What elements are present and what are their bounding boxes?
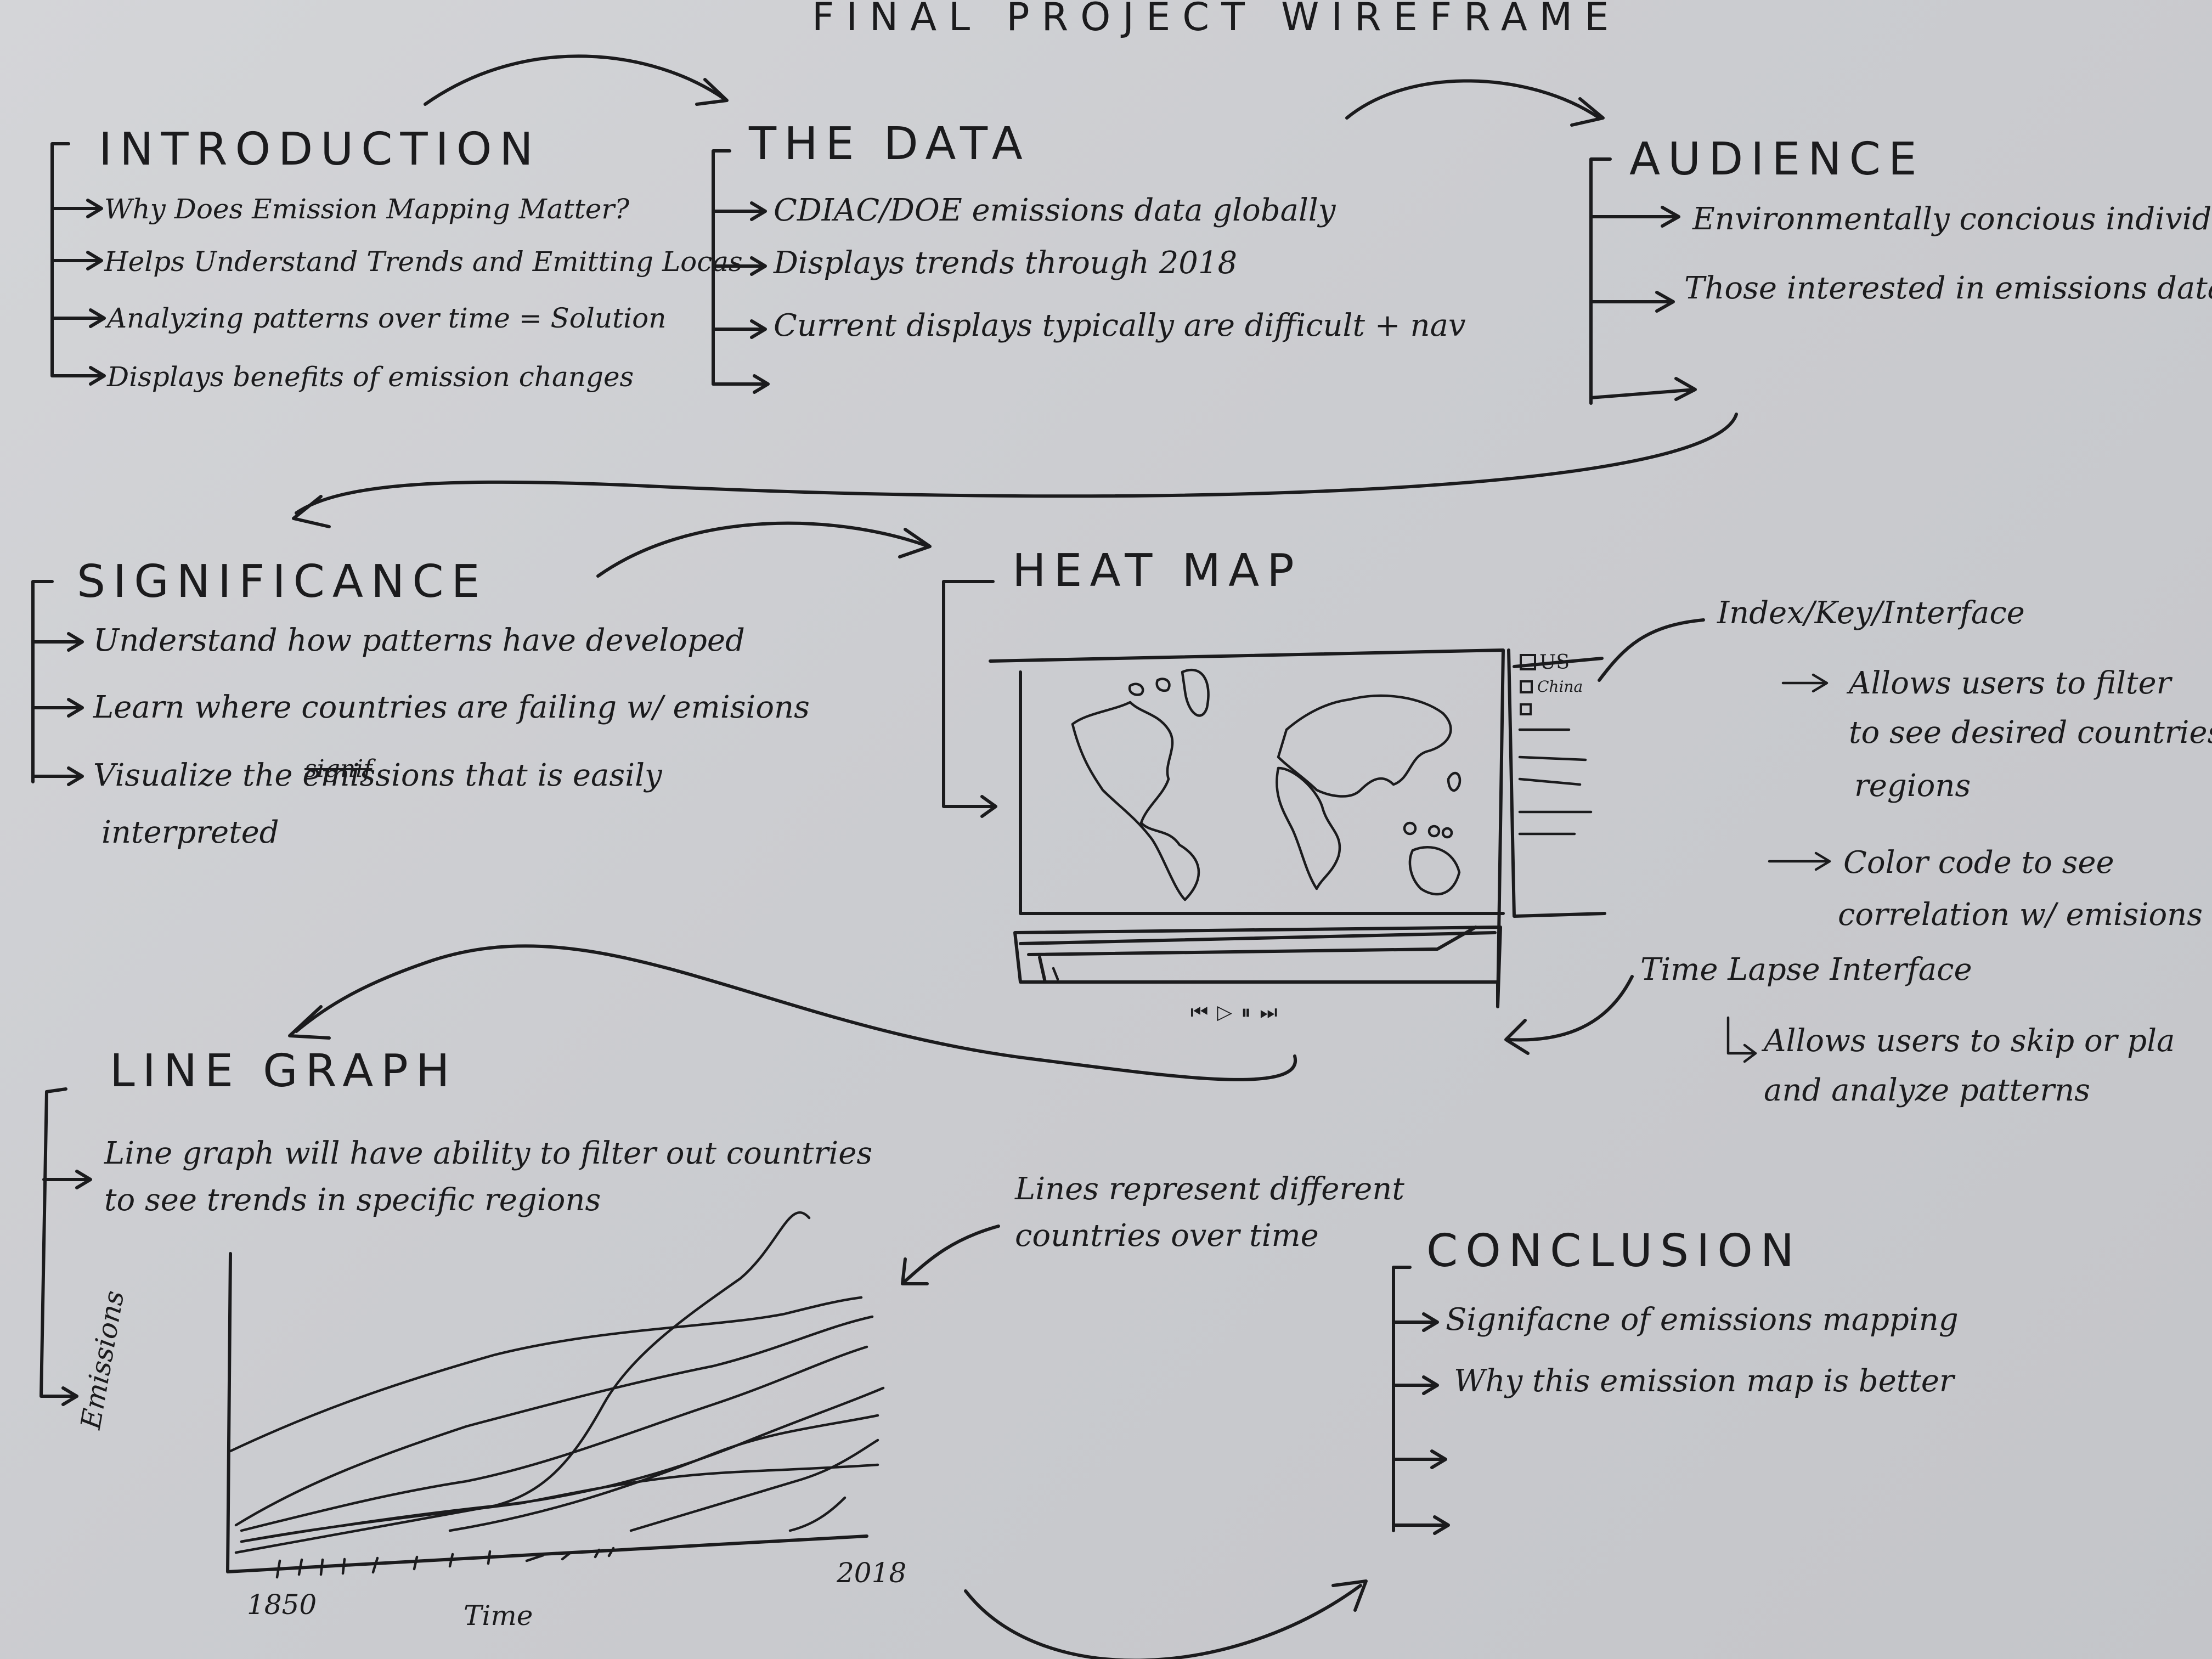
flow-arrow-linegraph-to-conclusion xyxy=(964,1579,1368,1659)
world-map-sketch xyxy=(1071,668,1462,901)
linegraph-bracket xyxy=(40,1087,92,1406)
conclusion-item-2: Why this emission map is better xyxy=(1454,1363,1954,1399)
data-bracket xyxy=(712,149,770,394)
country-line-3 xyxy=(240,1345,868,1532)
significance-strikethrough: signif xyxy=(304,755,373,783)
audience-heading: AUDIENCE xyxy=(1629,133,1925,185)
introduction-item-1: Why Does Emission Mapping Matter? xyxy=(104,193,630,225)
rewind-button[interactable]: ⏮ xyxy=(1190,1001,1217,1024)
index-note-3: regions xyxy=(1854,768,1971,804)
flow-arrow-audience-to-significance xyxy=(292,413,1738,528)
flow-arrow-heatmap-to-linegraph xyxy=(288,944,1297,1081)
country-line-1 xyxy=(229,1296,863,1453)
the-data-item-1: CDIAC/DOE emissions data globally xyxy=(774,193,1336,228)
key-checkbox-blank[interactable] xyxy=(1520,703,1532,715)
country-line-9 xyxy=(788,1496,847,1532)
index-note-2: to see desired countries xyxy=(1849,715,2212,751)
audience-item-2: Those interested in emissions data xyxy=(1684,270,2212,306)
fast-forward-button[interactable]: ⏭ xyxy=(1260,1001,1286,1024)
conclusion-item-1: Signifacne of emissions mapping xyxy=(1446,1302,1959,1338)
line-graph-item-2: to see trends in specific regions xyxy=(104,1182,601,1218)
index-callout-line xyxy=(1598,618,1705,682)
index-note-5: correlation w/ emisions xyxy=(1838,897,2203,933)
line-graph-annotation-1: Lines represent different xyxy=(1015,1171,1404,1207)
timelapse-note-2: and analyze patterns xyxy=(1764,1073,2090,1108)
country-line-8 xyxy=(629,1438,879,1532)
the-data-heading: THE DATA xyxy=(749,118,1030,170)
significance-item-3: Visualize the emissions that is easily xyxy=(93,758,662,793)
line-graph-annotation-2: countries over time xyxy=(1015,1218,1319,1254)
key-label-us: US xyxy=(1539,651,1570,674)
heat-map-heading: HEAT MAP xyxy=(1012,545,1302,597)
audience-bracket xyxy=(1589,157,1697,405)
page-title: FINAL PROJECT WIREFRAME xyxy=(812,0,1621,40)
key-label-china: China xyxy=(1537,678,1583,696)
country-line-7 xyxy=(448,1414,879,1532)
conclusion-heading: CONCLUSION xyxy=(1426,1225,1802,1277)
timelapse-controls: ⏮▷⏸⏭ xyxy=(1190,1003,1286,1023)
conclusion-bracket xyxy=(1392,1266,1450,1535)
index-note-arrows xyxy=(1726,673,1831,1063)
the-data-item-3: Current displays typically are difficult… xyxy=(774,308,1466,343)
audience-item-1: Environmentally concious individual xyxy=(1692,201,2212,237)
x-tick-start: 1850 xyxy=(247,1589,317,1621)
the-data-item-2: Displays trends through 2018 xyxy=(774,245,1238,281)
play-button[interactable]: ▷ xyxy=(1217,1001,1242,1024)
significance-item-1: Understand how patterns have developed xyxy=(93,623,745,658)
line-graph-heading: LINE GRAPH xyxy=(110,1045,458,1097)
timelapse-interface-label: Time Lapse Interface xyxy=(1640,952,1972,988)
country-line-6 xyxy=(240,1463,879,1543)
index-key-interface-label: Index/Key/Interface xyxy=(1717,595,2025,631)
country-line-5 xyxy=(234,1211,811,1554)
flow-arrow-data-to-audience xyxy=(1345,79,1605,127)
key-checkbox-us[interactable] xyxy=(1520,654,1536,670)
country-line-2 xyxy=(234,1315,874,1527)
timelapse-callout-arrow xyxy=(1504,975,1634,1055)
index-note-1: Allows users to filter xyxy=(1849,665,2171,701)
timelapse-note-1: Allows users to skip or pla xyxy=(1764,1023,2175,1059)
intro-bracket xyxy=(50,142,106,386)
line-graph-series xyxy=(229,1211,885,1554)
introduction-heading: INTRODUCTION xyxy=(99,123,541,176)
heatmap-frame xyxy=(989,648,1505,1008)
linegraph-annotation-arrow xyxy=(901,1224,1000,1285)
significance-bracket xyxy=(31,580,84,786)
significance-heading: SIGNIFICANCE xyxy=(77,556,488,608)
introduction-item-2: Helps Understand Trends and Emitting Loc… xyxy=(104,246,743,278)
pause-button[interactable]: ⏸ xyxy=(1241,1001,1260,1024)
key-checkbox-china[interactable] xyxy=(1520,680,1533,693)
index-note-4: Color code to see xyxy=(1843,845,2114,881)
x-axis-label: Time xyxy=(464,1600,533,1632)
introduction-item-3: Analyzing patterns over time = Solution xyxy=(107,302,667,334)
flow-arrow-significance-to-heatmap xyxy=(596,521,932,578)
heatmap-side-panel xyxy=(1507,648,1606,918)
significance-item-3-continued: interpreted xyxy=(101,815,279,850)
line-graph-axes xyxy=(226,1252,868,1579)
heatmap-bracket xyxy=(942,580,997,818)
line-graph-item-1: Line graph will have ability to filter o… xyxy=(104,1136,873,1171)
introduction-item-4: Displays benefits of emission changes xyxy=(107,361,634,393)
flow-arrow-intro-to-data xyxy=(424,54,729,106)
x-tick-end: 2018 xyxy=(837,1557,907,1589)
significance-item-2: Learn where countries are failing w/ emi… xyxy=(93,690,810,725)
